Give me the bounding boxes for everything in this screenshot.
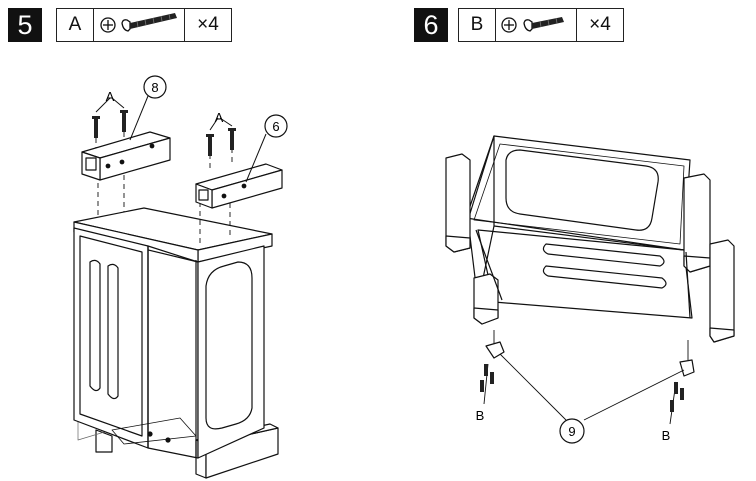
step-6-number: 6 — [414, 8, 448, 42]
step-5-cabinet-drawing — [73, 75, 288, 479]
callout-screw-b-left: B — [476, 408, 485, 423]
step-5-number: 5 — [8, 8, 42, 42]
callout-part-9: 9 — [568, 424, 575, 439]
step-6-cabinet-drawing — [445, 135, 735, 444]
short-screw-icon — [496, 9, 577, 41]
callout-screw-a-right: A — [215, 110, 224, 125]
callout-screw-b-right: B — [662, 428, 671, 443]
step-6-parts-box: B ×4 — [458, 8, 624, 42]
step-5-part-letter: A — [57, 9, 94, 41]
callout-part-8: 8 — [151, 80, 158, 95]
callout-screw-a-left: A — [106, 89, 115, 104]
callout-part-6: 6 — [272, 119, 279, 134]
step-6-quantity: ×4 — [589, 14, 611, 35]
long-screw-icon — [94, 9, 185, 41]
step-6-part-letter: B — [459, 9, 496, 41]
step-5-quantity: ×4 — [197, 14, 219, 35]
step-5-parts-box: A ×4 — [56, 8, 232, 42]
